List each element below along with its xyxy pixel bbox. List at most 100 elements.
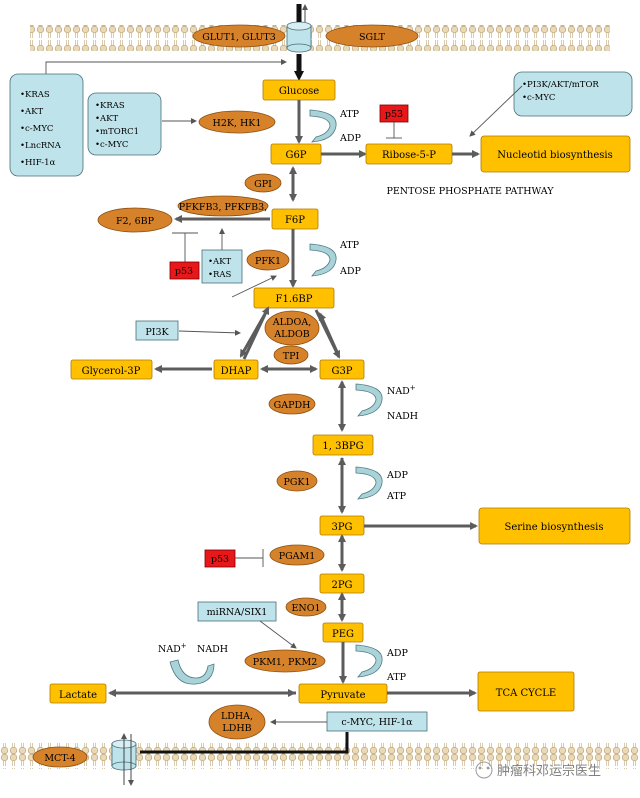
svg-text:LDHB: LDHB bbox=[222, 723, 251, 734]
svg-text:Glycerol-3P: Glycerol-3P bbox=[82, 366, 141, 377]
regulator-pi3k: PI3K bbox=[135, 320, 179, 341]
svg-text:•HIF-1α: •HIF-1α bbox=[20, 158, 56, 168]
svg-text:PFK1: PFK1 bbox=[255, 256, 281, 267]
watermark: 肿瘤科邓运宗医生 bbox=[475, 761, 601, 779]
svg-text:•AKT: •AKT bbox=[95, 114, 119, 124]
atp-adp-curve-2 bbox=[309, 243, 337, 277]
svg-text:•mTORC1: •mTORC1 bbox=[95, 127, 139, 137]
svg-text:1, 3BPG: 1, 3BPG bbox=[322, 441, 363, 452]
regulator-cmyc-hif: c-MYC, HIF-1α bbox=[326, 711, 428, 732]
svg-text:G3P: G3P bbox=[331, 366, 352, 377]
metabolite-g6p: G6P bbox=[270, 143, 322, 165]
svg-text:ATP: ATP bbox=[386, 672, 407, 683]
enzyme-tpi: TPI bbox=[273, 345, 309, 365]
svg-text:•LncRNA: •LncRNA bbox=[20, 141, 62, 151]
bottom-membrane bbox=[0, 743, 640, 769]
adp-atp-curve-4 bbox=[355, 644, 383, 678]
svg-text:NAD+: NAD+ bbox=[387, 384, 416, 397]
svg-text:ALDOA,: ALDOA, bbox=[272, 317, 311, 328]
regulator-akt-ras: •AKT •RAS bbox=[201, 249, 243, 284]
metabolite-peg: PEG bbox=[322, 622, 364, 643]
box3-to-nucleotide-arrow bbox=[469, 85, 523, 137]
svg-text:p53: p53 bbox=[175, 266, 193, 277]
box1-to-glut-arrow bbox=[45, 59, 287, 74]
regulator-mirna-six1: miRNA/SIX1 bbox=[197, 601, 277, 622]
svg-text:miRNA/SIX1: miRNA/SIX1 bbox=[207, 607, 268, 618]
svg-text:SGLT: SGLT bbox=[359, 32, 386, 43]
svg-text:ADP: ADP bbox=[339, 133, 361, 144]
svg-text:p53: p53 bbox=[211, 554, 229, 565]
svg-text:•AKT: •AKT bbox=[208, 257, 232, 267]
svg-text:LDHA,: LDHA, bbox=[221, 711, 253, 722]
svg-text:NADH: NADH bbox=[387, 411, 418, 422]
svg-text:GPI: GPI bbox=[254, 179, 272, 190]
svg-text:Pyruvate: Pyruvate bbox=[320, 690, 365, 701]
svg-text:PI3K: PI3K bbox=[145, 327, 169, 338]
svg-text:•PI3K/AKT/mTOR: •PI3K/AKT/mTOR bbox=[522, 80, 599, 90]
metabolite-glycerol-3p: Glycerol-3P bbox=[70, 359, 153, 380]
f16bp-to-dhap-arrow bbox=[239, 313, 267, 358]
svg-text:2PG: 2PG bbox=[331, 580, 352, 591]
enzyme-gapdh: GAPDH bbox=[268, 393, 316, 415]
svg-text:G6P: G6P bbox=[285, 150, 306, 161]
enzyme-aldo: ALDOA, ALDOB bbox=[264, 310, 320, 346]
enzyme-pkm: PKM1, PKM2 bbox=[244, 649, 326, 673]
svg-text:PFKFB3, PFKFB3,: PFKFB3, PFKFB3, bbox=[179, 202, 267, 213]
lactate-export-line bbox=[140, 732, 349, 754]
glucose-transporter-channel bbox=[286, 21, 312, 53]
f26bp-to-pfk1-arrow bbox=[231, 275, 277, 298]
svg-text:•c-MYC: •c-MYC bbox=[522, 93, 555, 103]
metabolite-dhap: DHAP bbox=[213, 359, 259, 380]
svg-text:PGK1: PGK1 bbox=[283, 477, 310, 488]
svg-text:Serine biosynthesis: Serine biosynthesis bbox=[505, 522, 604, 533]
svg-text:•RAS: •RAS bbox=[208, 270, 232, 280]
ppp-label: PENTOSE PHOSPHATE PATHWAY bbox=[386, 186, 554, 197]
enzyme-pfk1: PFK1 bbox=[246, 249, 290, 271]
metabolite-glucose: Glucose bbox=[262, 79, 336, 101]
svg-text:ATP: ATP bbox=[339, 109, 360, 120]
svg-text:TPI: TPI bbox=[283, 351, 300, 362]
svg-text:Ribose-5-P: Ribose-5-P bbox=[382, 150, 436, 161]
svg-text:F1.6BP: F1.6BP bbox=[276, 294, 313, 305]
atp-adp-curve-1 bbox=[309, 109, 337, 143]
enzyme-pgk1: PGK1 bbox=[276, 470, 318, 492]
svg-text:ADP: ADP bbox=[386, 470, 408, 481]
svg-text:PGAM1: PGAM1 bbox=[279, 551, 316, 562]
svg-text:•c-MYC: •c-MYC bbox=[95, 140, 128, 150]
metabolite-f16bp: F1.6BP bbox=[253, 287, 335, 309]
enzyme-hk: H2K, HK1 bbox=[198, 110, 276, 134]
svg-text:3PG: 3PG bbox=[331, 522, 352, 533]
svg-text:Nucleotid biosynthesis: Nucleotid biosynthesis bbox=[497, 150, 612, 161]
enzyme-ldh: LDHA, LDHB bbox=[208, 704, 266, 740]
svg-text:•KRAS: •KRAS bbox=[95, 101, 125, 111]
metabolite-2pg: 2PG bbox=[319, 573, 365, 594]
svg-text:肿瘤科邓运宗医生: 肿瘤科邓运宗医生 bbox=[497, 763, 601, 779]
svg-text:Glucose: Glucose bbox=[279, 86, 319, 97]
regulator-box-kras-mtorc1: •KRAS •AKT •mTORC1 •c-MYC bbox=[87, 92, 162, 156]
g3p-to-f16bp-arrow bbox=[318, 312, 339, 353]
svg-text:GLUT1, GLUT3: GLUT1, GLUT3 bbox=[202, 32, 276, 43]
metabolite-ribose-5p: Ribose-5-P bbox=[365, 143, 453, 165]
p53-inhibitor-f26bp: p53 bbox=[169, 261, 200, 280]
p53-inhibitor-pgam1: p53 bbox=[204, 549, 236, 568]
enzyme-eno1: ENO1 bbox=[285, 597, 327, 617]
regulator-box-kras-akt-hif: •KRAS •AKT •c-MYC •LncRNA •HIF-1α bbox=[9, 73, 84, 177]
metabolite-3pg: 3PG bbox=[319, 515, 365, 536]
enzyme-pgam1: PGAM1 bbox=[269, 544, 325, 566]
metabolite-f6p: F6P bbox=[271, 208, 319, 230]
svg-text:ADP: ADP bbox=[339, 266, 361, 277]
adp-atp-curve-3 bbox=[355, 466, 383, 500]
svg-text:F2, 6BP: F2, 6BP bbox=[116, 216, 155, 227]
svg-text:p53: p53 bbox=[385, 109, 403, 120]
svg-text:DHAP: DHAP bbox=[221, 366, 252, 377]
svg-text:H2K, HK1: H2K, HK1 bbox=[213, 118, 262, 129]
mct4-transporter: MCT-4 bbox=[32, 746, 88, 768]
metabolite-f26bp: F2, 6BP bbox=[97, 207, 173, 233]
svg-text:ENO1: ENO1 bbox=[291, 603, 320, 614]
svg-text:F6P: F6P bbox=[285, 215, 305, 226]
svg-text:PEG: PEG bbox=[332, 629, 354, 640]
nad-nadh-lactate-curve bbox=[169, 659, 215, 685]
tca-cycle: TCA CYCLE bbox=[477, 671, 575, 712]
svg-text:•AKT: •AKT bbox=[20, 107, 44, 117]
